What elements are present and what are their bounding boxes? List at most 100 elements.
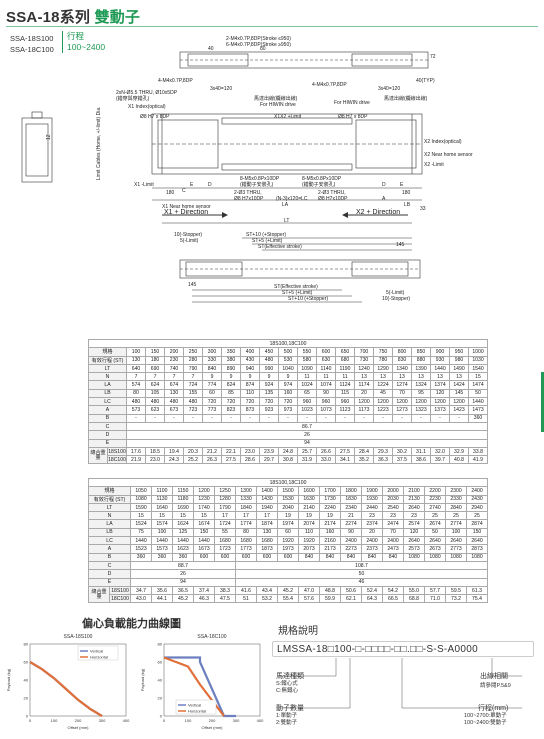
label-d: D [208, 182, 212, 188]
table-cell: 7 [145, 372, 165, 382]
table-cell: 80 [235, 527, 257, 538]
label-lb: LB [404, 202, 411, 208]
stroke-spec-value: 100~2400:雙動子 [464, 720, 507, 726]
x-tick-label: 100 [51, 718, 58, 723]
table-cell: 13 [411, 372, 431, 382]
table-cell: 37.5 [392, 455, 412, 465]
y-axis-label: Payload (kg) [6, 668, 11, 691]
x-tick-label: 400 [257, 718, 264, 723]
model-list: SSA-18S100 SSA-18C100 [10, 33, 54, 55]
table-cell: 7 [126, 372, 146, 382]
table-cell: 45.2 [172, 594, 194, 604]
table-cell: 27.5 [335, 446, 355, 457]
table-cell: 150 [145, 347, 165, 357]
mover-values: 1:單動子 2:雙動子 [276, 713, 297, 727]
table-cell: 624 [145, 380, 165, 390]
table-cell: 2173 [319, 544, 341, 554]
table-cell: 1280 [214, 494, 236, 504]
table-cell: 1330 [235, 494, 257, 504]
table-cell: 2540 [382, 502, 404, 513]
table-cell: 773 [202, 405, 222, 415]
label-stop10-top: 10(-Stopper) [174, 232, 202, 238]
table-cell: 23 [361, 511, 383, 521]
table-cell: 1500 [277, 486, 299, 496]
table-cell: 1324 [411, 380, 431, 390]
table-cell: 47.5 [214, 594, 236, 604]
label-e-right: E [400, 182, 404, 188]
label-dim: 3x40=120 [210, 86, 232, 92]
table-cell: 1174 [354, 380, 374, 390]
table-cell: 720 [278, 397, 298, 407]
table-cell: 1050 [130, 486, 152, 496]
table-row-label: B [88, 413, 127, 423]
label-pin-right: Ø8 H7 x 8DP [338, 114, 368, 120]
table-cell: 680 [335, 355, 355, 365]
table-row-label: E [88, 438, 127, 448]
table-cell: 1840 [235, 502, 257, 513]
table-cell: 874 [240, 380, 260, 390]
table-cell: 2640 [424, 536, 446, 546]
table-cell: 840 [202, 363, 222, 374]
table-cell: 150 [193, 527, 215, 538]
table-cell: 623 [145, 405, 165, 415]
table-cell: 2174 [319, 519, 341, 529]
table-row-label: D [88, 569, 131, 579]
x-tick-label: 0 [29, 718, 32, 723]
label-dim: 145 [188, 282, 197, 288]
table-cell: 30.2 [392, 446, 412, 457]
table-cell: 32.9 [449, 446, 469, 457]
table-cell: 750 [373, 347, 393, 357]
table-cell: - [240, 413, 260, 423]
table-cell: 11 [335, 372, 355, 382]
table-cell: 1323 [411, 405, 431, 415]
table-cell: - [316, 413, 336, 423]
chart-title: SSA-18S100 [64, 634, 93, 640]
label-e: E [190, 182, 194, 188]
label-x2-direction: X2 + Direction [356, 209, 400, 216]
x-tick-label: 0 [163, 718, 166, 723]
series-line-vertical [164, 656, 236, 718]
table-cell: 1774 [235, 519, 257, 529]
table-cell: 2640 [445, 536, 467, 546]
table-cell: 1920 [298, 536, 320, 546]
table-cell: 27.5 [221, 455, 241, 465]
table-cell: 60 [202, 388, 222, 399]
table-cell: 790 [183, 363, 203, 374]
table-cell: 350 [221, 347, 241, 357]
table-cell: 2640 [403, 502, 425, 513]
table-cell: 450 [259, 347, 279, 357]
label-st-eff-top: ST(Effective stroke) [258, 244, 302, 250]
spec-code: LMSSA-18□100-□-□□□□-□□.□□-S-S-A0000 [272, 641, 534, 657]
x2-arrow-icon [342, 212, 348, 218]
table-cell: 360 [468, 413, 488, 423]
table-cell: 730 [354, 355, 374, 365]
legend-label: Vertical [90, 649, 103, 654]
x1-arrow-icon [222, 212, 228, 218]
label-x2-index: X2 Index(optical) [424, 139, 462, 145]
table-cell: 52.4 [361, 585, 383, 596]
table-cell: 830 [392, 355, 412, 365]
y-tick-label: 40 [24, 678, 29, 683]
table-row-label: 有效行程 (ST) [88, 494, 131, 504]
label-motor-right: 馬達出線(纜線出線) [384, 95, 428, 102]
table-cell: 1440 [193, 536, 215, 546]
table-caption: 18S100,18C100 [88, 477, 488, 488]
table-cell: 840 [382, 552, 404, 562]
label-thru-left: 2-Ø3 THRU, [234, 190, 262, 196]
table-cell: 2773 [445, 544, 467, 554]
label-n-lc: (N-3)x120=LC [276, 196, 308, 202]
table-cell: 34.1 [335, 455, 355, 465]
table-cell: 155 [183, 388, 203, 399]
table-cell: 1190 [335, 363, 355, 374]
table-cell: 25 [424, 511, 446, 521]
table-cell: 1724 [214, 519, 236, 529]
table-cell: 824 [221, 380, 241, 390]
table-cell: 1373 [430, 405, 450, 415]
label-limit-cables: Limit Cables (Home, +/-limit) Dia. [96, 107, 102, 181]
table-cell: 2673 [424, 544, 446, 554]
table-cell: 1180 [172, 494, 194, 504]
